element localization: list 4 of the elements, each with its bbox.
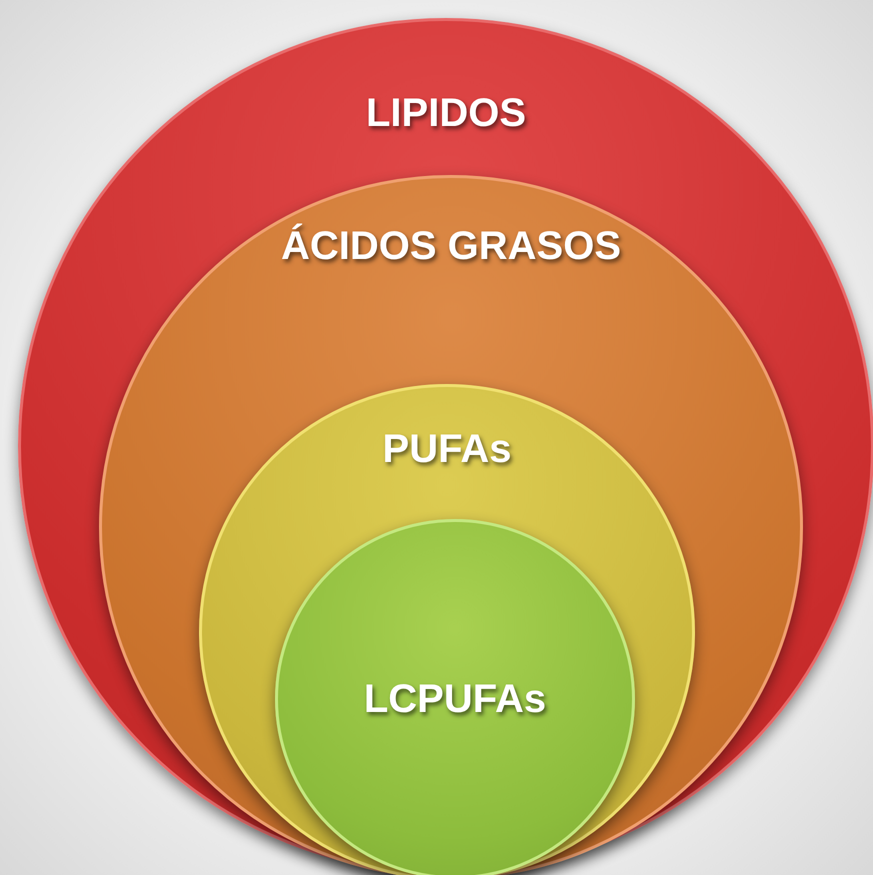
circle-label: LCPUFAs (362, 676, 548, 723)
circle-label: LIPIDOS (364, 90, 528, 137)
circle-label: PUFAs (382, 426, 512, 473)
circle-label: ÁCIDOS GRASOS (280, 222, 622, 270)
